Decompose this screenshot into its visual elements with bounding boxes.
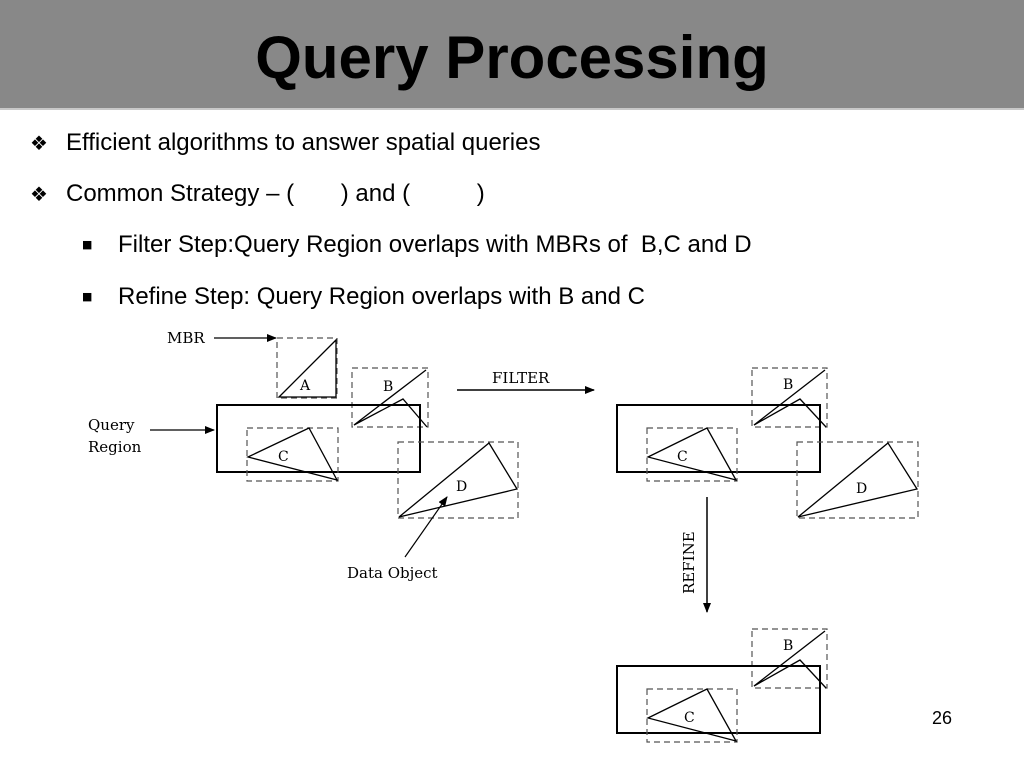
mbr-a xyxy=(276,337,338,399)
filter-polygon-d xyxy=(797,442,919,518)
filter-object-d: D xyxy=(796,441,919,519)
data-object-label: Data Object xyxy=(347,564,438,582)
filter-label-c: C xyxy=(677,449,688,465)
label-c: C xyxy=(278,449,289,465)
page-number: 26 xyxy=(932,708,953,728)
mbr-d xyxy=(397,441,519,519)
square-bullet-icon: ■ xyxy=(82,290,93,303)
diamond-bullet-icon: ❖ xyxy=(30,182,48,206)
refine-label-c: C xyxy=(684,710,695,726)
data-object-arrow xyxy=(404,496,448,558)
refine-polygon-b xyxy=(753,630,827,689)
filter-mbr-c xyxy=(646,427,738,482)
query-region-label-1: Query xyxy=(88,416,135,434)
filter-arrow-group: FILTER xyxy=(457,369,595,394)
filter-polygon-c xyxy=(646,427,738,482)
object-c: C xyxy=(246,427,339,482)
polygon-a xyxy=(277,338,337,398)
mbr-label: MBR xyxy=(167,329,205,347)
refine-label-b: B xyxy=(783,638,793,654)
refine-polygon-c xyxy=(646,688,738,743)
polygon-b xyxy=(353,369,428,428)
mbr-c xyxy=(246,427,339,482)
bullet-filter-step: Filter Step:Query Region overlaps with M… xyxy=(118,231,752,258)
slide-title: Query Processing xyxy=(255,24,769,91)
refine-mbr-b xyxy=(751,628,828,689)
refine-label: REFINE xyxy=(680,531,698,594)
label-a: A xyxy=(299,378,311,394)
initial-scene: MBR A B Query Region C D xyxy=(88,329,519,582)
refine-mbr-c xyxy=(646,688,738,743)
bullet-efficient-algorithms: Efficient algorithms to answer spatial q… xyxy=(66,129,541,156)
query-region-rect xyxy=(216,404,421,473)
filter-object-b: B xyxy=(751,367,828,428)
mbr-b xyxy=(351,367,429,428)
title-bar: Query Processing xyxy=(0,0,1024,110)
filter-query-region-rect xyxy=(616,404,821,473)
query-region-label-2: Region xyxy=(88,438,142,456)
filter-result-scene: B C D xyxy=(616,367,919,519)
bullet-refine-step: Refine Step: Query Region overlaps with … xyxy=(118,283,645,310)
refine-arrow-group: REFINE xyxy=(680,497,711,613)
bullet-common-strategy: Common Strategy – ( ) and ( ) xyxy=(66,180,485,207)
refine-result-scene: B C xyxy=(616,628,828,743)
polygon-d xyxy=(398,442,519,518)
label-d: D xyxy=(456,479,467,495)
object-d: D xyxy=(397,441,519,519)
object-b: B xyxy=(351,367,429,428)
refine-object-c: C xyxy=(646,688,738,743)
polygon-c xyxy=(246,427,339,482)
filter-label-b: B xyxy=(783,377,793,393)
filter-object-c: C xyxy=(646,427,738,482)
label-b: B xyxy=(383,379,393,395)
refine-query-region-rect xyxy=(616,665,821,734)
filter-polygon-b xyxy=(753,369,827,428)
filter-label: FILTER xyxy=(492,369,550,387)
object-a: A xyxy=(276,337,338,399)
diamond-bullet-icon: ❖ xyxy=(30,131,48,155)
refine-object-b: B xyxy=(751,628,828,689)
filter-mbr-d xyxy=(796,441,919,519)
filter-label-d: D xyxy=(856,481,867,497)
square-bullet-icon: ■ xyxy=(82,238,93,251)
filter-mbr-b xyxy=(751,367,828,428)
